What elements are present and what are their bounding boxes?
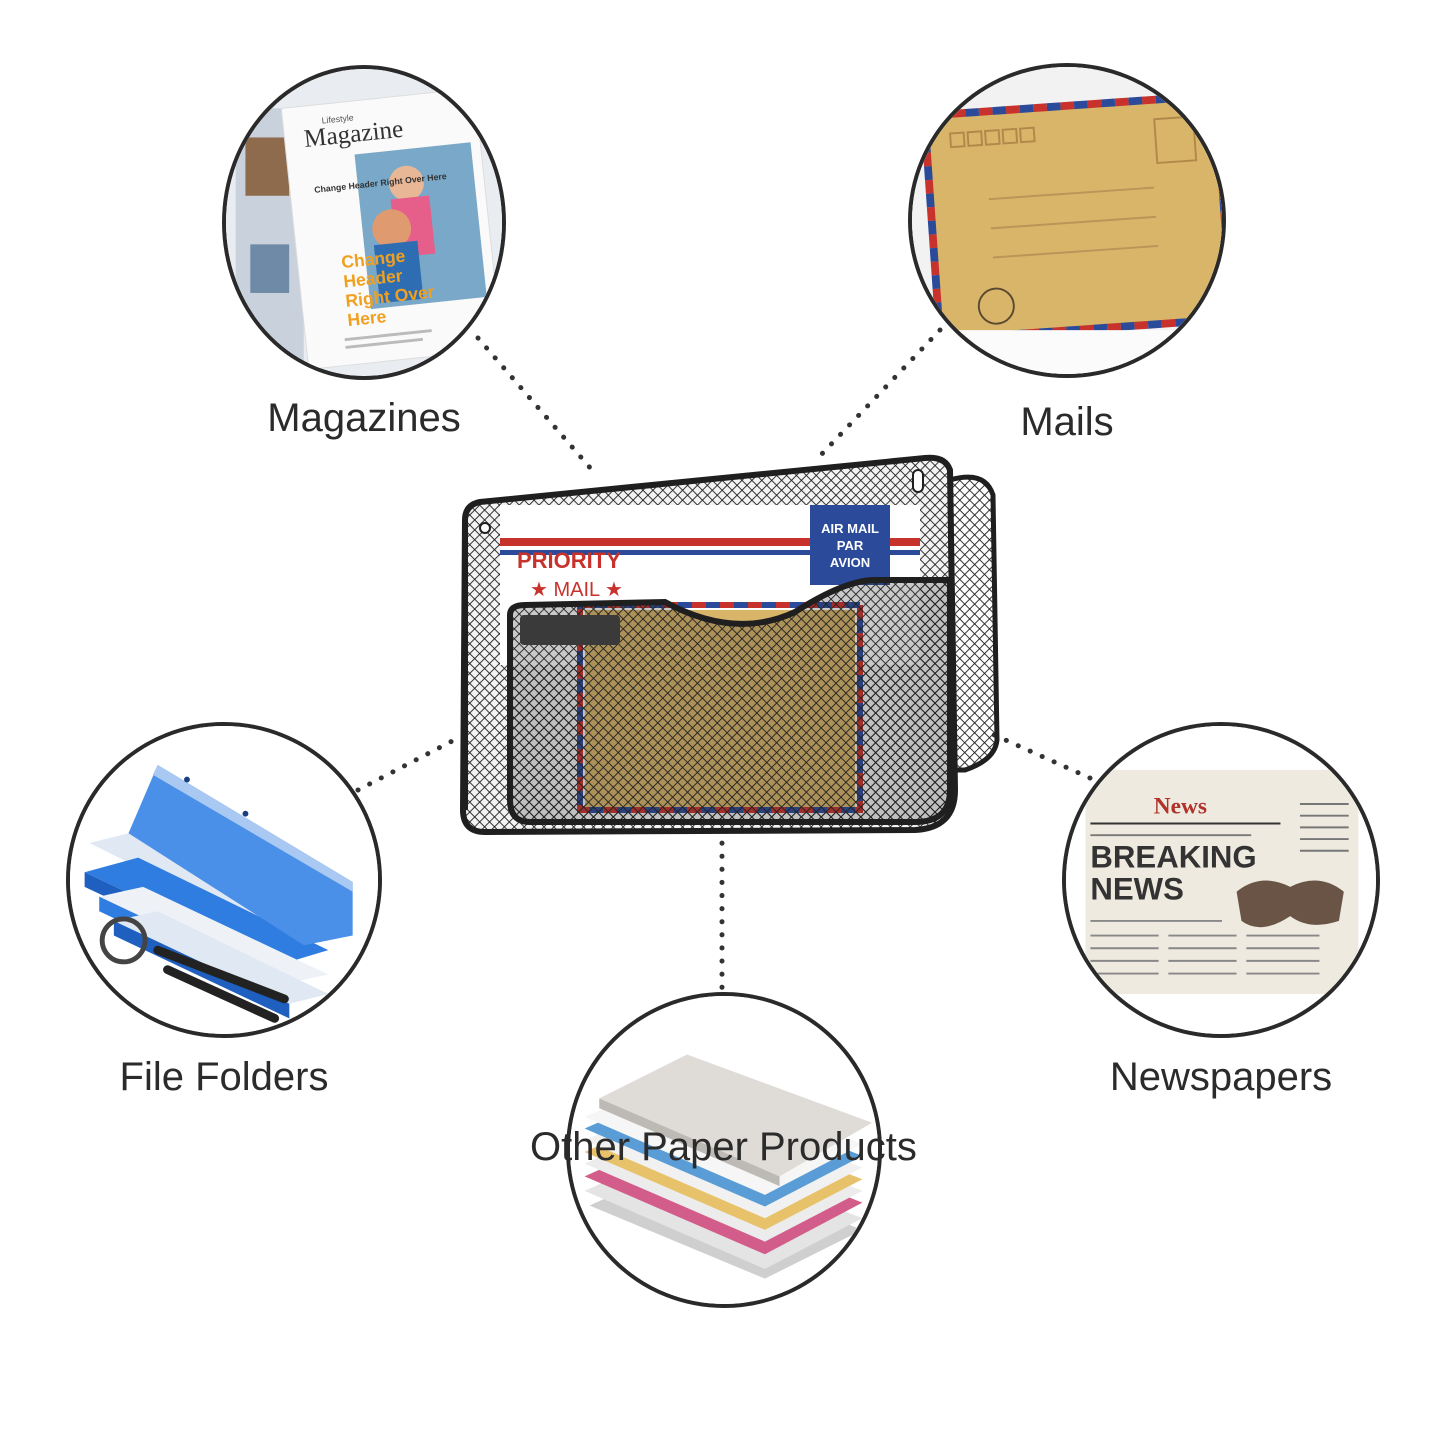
connector-mails <box>815 327 943 461</box>
other-paper-image-circle <box>566 992 882 1308</box>
caption-other-paper-products: Other Paper Products <box>530 1125 917 1169</box>
caption-mails: Mails <box>1020 400 1114 444</box>
airmail-line-3: AVION <box>830 555 870 570</box>
newspaper-headline-line-1: BREAKING <box>1090 839 1256 874</box>
connector-file-folders <box>355 735 461 793</box>
magazine-headline-line-4: Here <box>346 306 387 330</box>
file-folders-image-circle <box>66 722 382 1038</box>
magazine-kicker: Lifestyle <box>321 112 354 125</box>
airmail-line-1: AIR MAIL <box>821 521 879 536</box>
caption-file-folders: File Folders <box>119 1055 329 1099</box>
paper-stack-illustration <box>570 996 878 1304</box>
newspaper-masthead: News <box>1154 794 1207 820</box>
airmail-line-2: PAR <box>837 538 864 553</box>
file-folders-illustration <box>70 726 378 1034</box>
caption-newspapers: Newspapers <box>1109 1055 1333 1099</box>
magazine-illustration: Lifestyle Magazine Change Header Right O… <box>226 69 502 376</box>
priority-label: PRIORITY <box>517 548 621 573</box>
newspapers-image-circle: News BREAKING NEWS <box>1062 722 1380 1038</box>
newspaper-headline-line-2: NEWS <box>1090 871 1184 906</box>
envelope-illustration <box>912 67 1222 374</box>
caption-magazines: Magazines <box>267 396 461 440</box>
connector-newspapers <box>987 730 1093 781</box>
newspaper-illustration: News BREAKING NEWS <box>1066 726 1376 1034</box>
mail-label: ★ MAIL ★ <box>530 579 623 601</box>
wall-file-organizer-illustration: AIR MAIL PAR AVION PRIORITY ★ MAIL ★ <box>459 454 1000 836</box>
mails-image-circle <box>908 63 1226 378</box>
magazines-image-circle: Lifestyle Magazine Change Header Right O… <box>222 65 506 380</box>
